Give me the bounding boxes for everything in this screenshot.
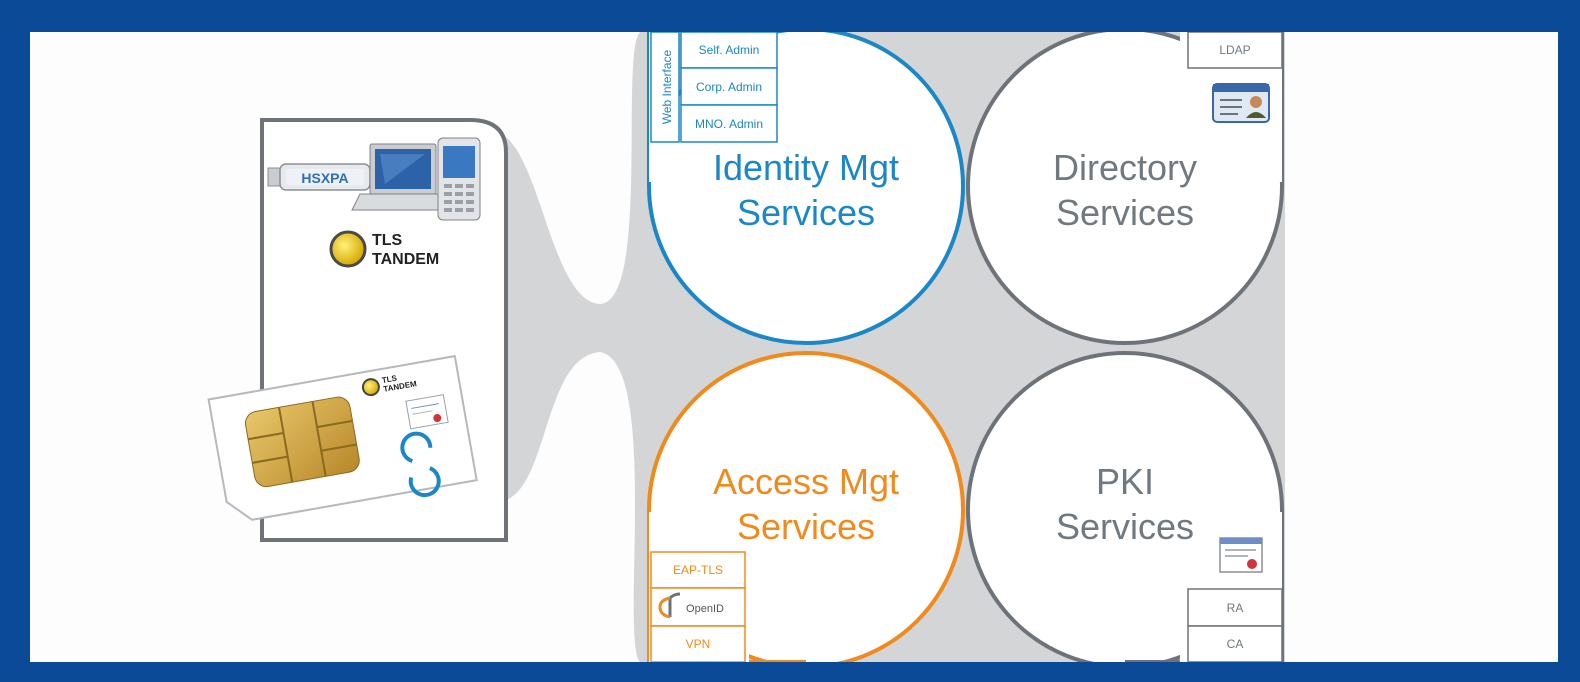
access-item-openid[interactable] xyxy=(650,587,746,627)
openid-logo-icon xyxy=(658,592,681,619)
svg-text:TLS: TLS xyxy=(381,373,398,385)
access-item-eap-tls[interactable] xyxy=(650,551,746,589)
pki-item-ra-label: RA xyxy=(1227,601,1244,615)
brand-line2: TANDEM xyxy=(372,251,439,268)
admin-item-corp[interactable] xyxy=(680,67,778,106)
access-title-line2: Services xyxy=(737,506,875,547)
directory-title-line2: Services xyxy=(1056,192,1194,233)
mobile-phone-icon xyxy=(437,137,481,221)
identity-title-line1: Identity Mgt xyxy=(713,147,899,188)
identity-title-line2: Services xyxy=(737,192,875,233)
access-item-eap-tls-label: EAP-TLS xyxy=(673,563,723,577)
access-items-panel: EAP-TLS OpenID VPN xyxy=(650,551,746,662)
web-interface-label: Web Interface xyxy=(660,49,674,124)
sim-card-icon: TLS TANDEM xyxy=(207,354,478,521)
diagram-canvas: HSXPA TLS TANDEM xyxy=(30,32,1558,662)
admin-item-self-label: Self. Admin xyxy=(699,43,760,57)
tls-tandem-logo: TLS TANDEM xyxy=(329,230,439,268)
access-title-line1: Access Mgt xyxy=(713,461,899,502)
id-card-icon xyxy=(1212,83,1270,123)
access-item-openid-label: OpenID xyxy=(686,603,724,615)
pki-item-ca-label: CA xyxy=(1227,637,1244,651)
usb-modem-label: HSXPA xyxy=(301,170,348,186)
ldap-box[interactable] xyxy=(1187,32,1283,69)
admin-item-corp-label: Corp. Admin xyxy=(696,80,762,94)
certificate-icon xyxy=(1219,537,1263,573)
architecture-diagram: HSXPA TLS TANDEM xyxy=(207,32,1285,662)
access-item-vpn[interactable] xyxy=(650,625,746,662)
web-interface-panel: Web Interface Self. Admin Corp. Admin MN… xyxy=(650,32,778,143)
laptop-icon xyxy=(351,143,455,211)
admin-item-mno-label: MNO. Admin xyxy=(695,117,763,131)
admin-item-mno[interactable] xyxy=(680,104,778,143)
pki-title-line1: PKI xyxy=(1096,461,1154,502)
pki-title-line2: Services xyxy=(1056,506,1194,547)
brand-line1: TLS xyxy=(372,232,403,249)
pki-item-ra[interactable] xyxy=(1187,588,1283,627)
usb-modem-icon xyxy=(267,163,371,191)
access-item-vpn-label: VPN xyxy=(686,637,711,651)
pki-item-ca[interactable] xyxy=(1187,625,1283,662)
directory-title-line1: Directory xyxy=(1053,147,1197,188)
admin-item-self[interactable] xyxy=(680,32,778,69)
ldap-label: LDAP xyxy=(1219,43,1250,57)
